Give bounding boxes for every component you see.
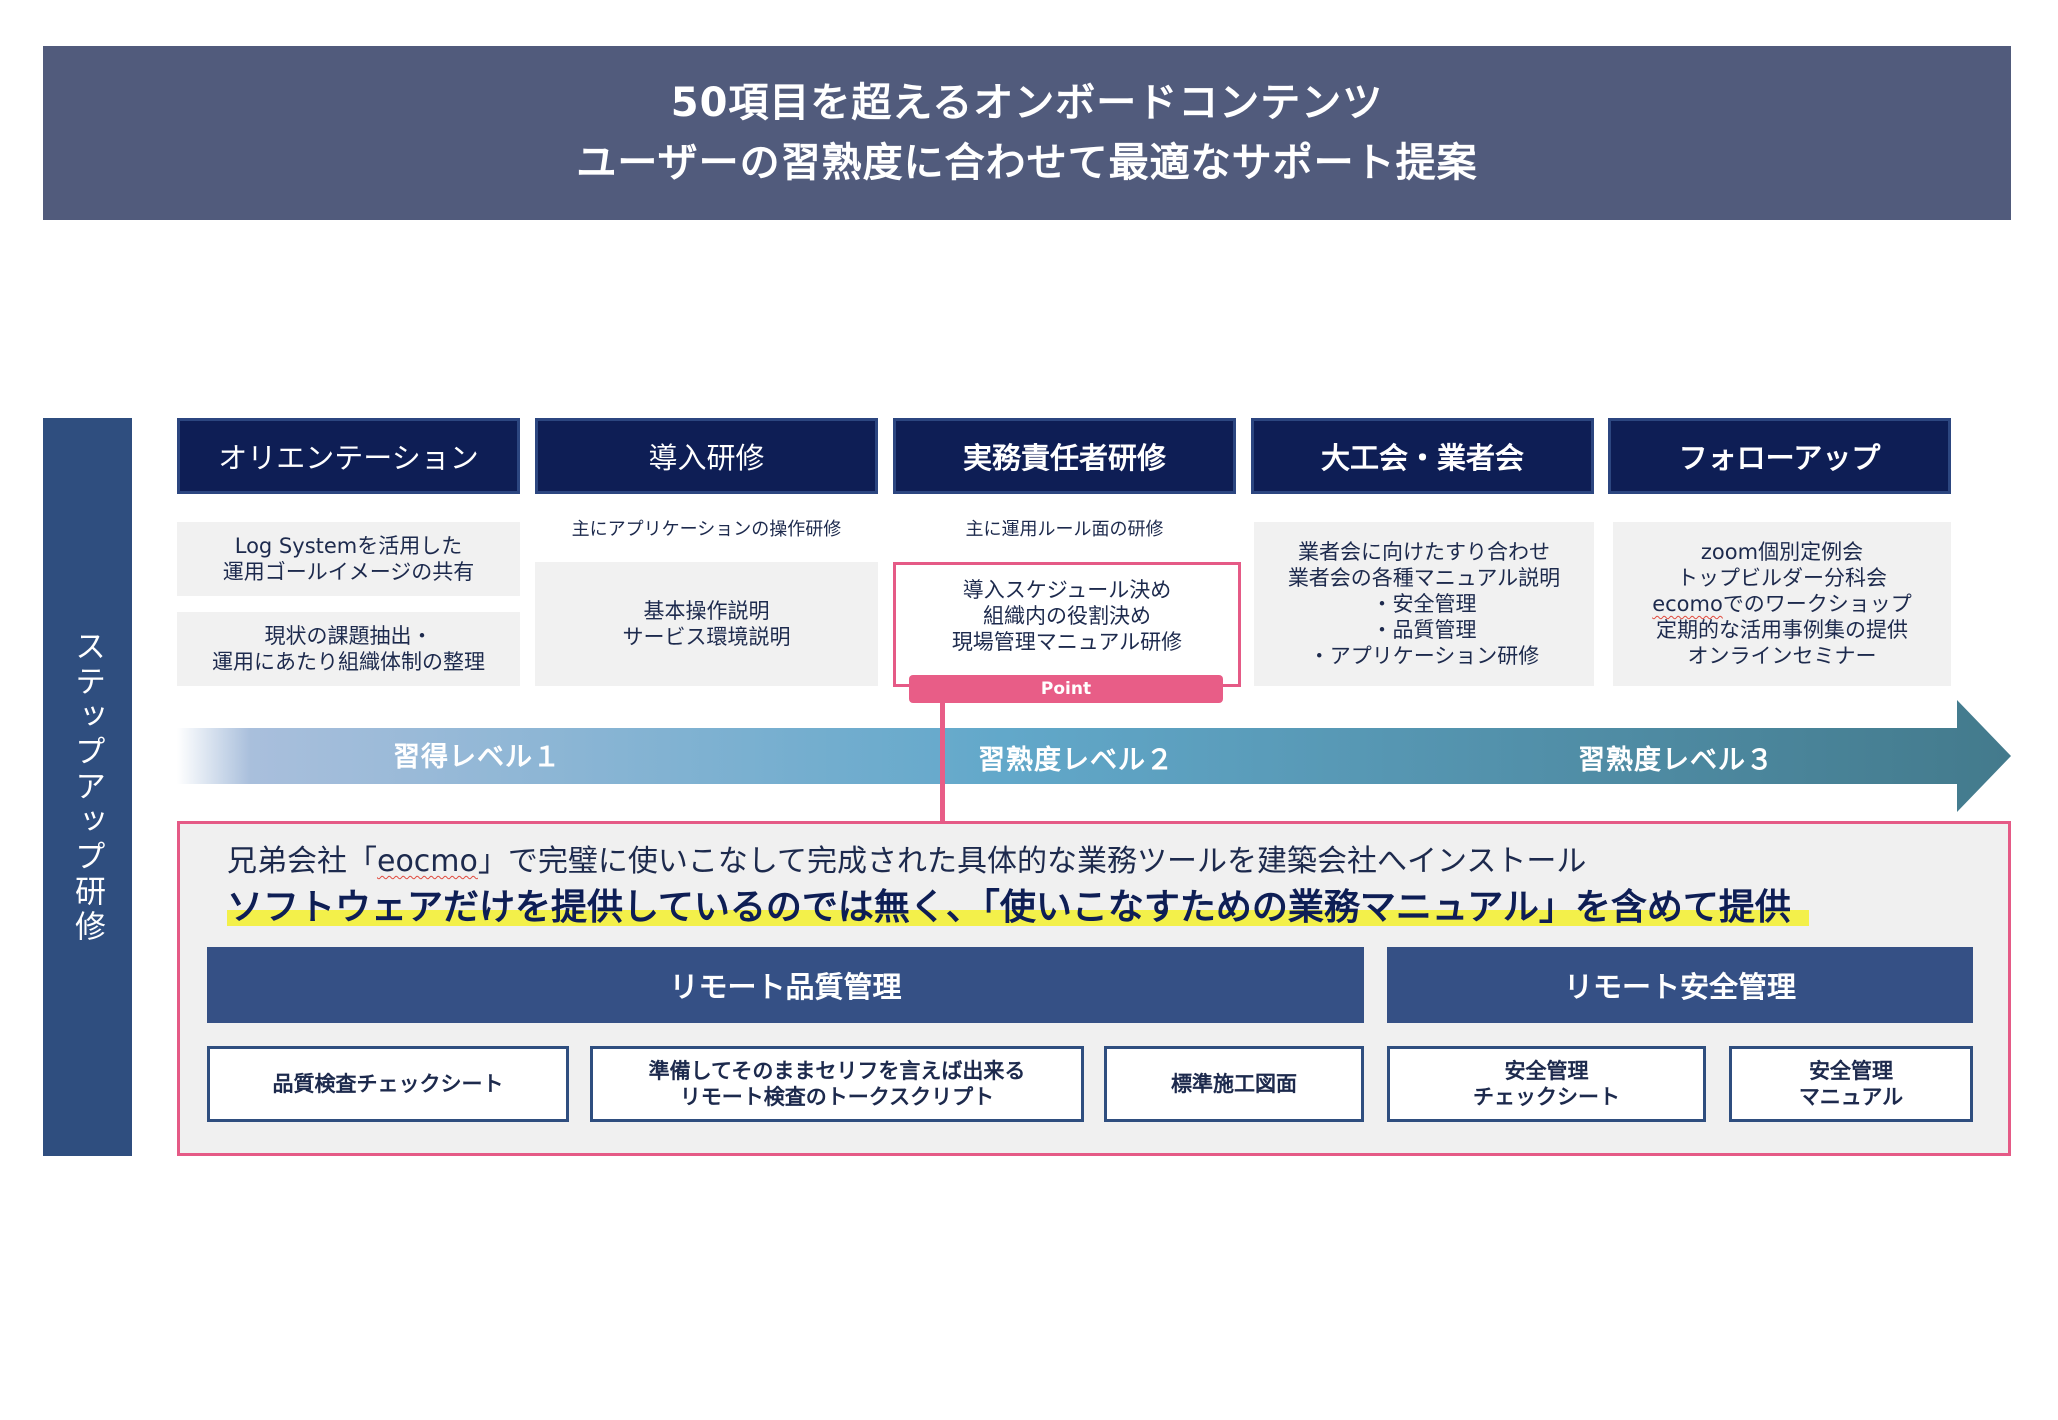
- item-inspection-talk-script-line1: 準備してそのままセリフを言えば出来る: [648, 1059, 1026, 1083]
- carpenters-meeting-line2: 業者会の各種マニュアル説明: [1287, 566, 1561, 590]
- orientation-box-2: 現状の課題抽出・ 運用にあたり組織体制の整理: [177, 612, 520, 686]
- carpenters-meeting-box: 業者会に向けたすり合わせ 業者会の各種マニュアル説明 ・安全管理 ・品質管理 ・…: [1254, 522, 1594, 686]
- panel-description: 兄弟会社「eocmo」で完璧に使いこなして完成された具体的な業務ツールを建築会社…: [227, 836, 1586, 880]
- column-header-follow-up: フォローアップ: [1608, 418, 1951, 494]
- header-title-line1: 50項目を超えるオンボードコンテンツ: [670, 80, 1384, 126]
- level-label-1: 習得レベル１: [393, 742, 561, 773]
- column-header-introduction-training: 導入研修: [535, 418, 878, 494]
- introduction-training-line2: サービス環境説明: [622, 625, 791, 649]
- panel-description-prefix: 兄弟会社「: [227, 844, 377, 879]
- level-label-3: 習熟度レベル３: [1578, 745, 1774, 776]
- level-progress-arrow: [177, 700, 2011, 812]
- orientation-box-2-line1: 現状の課題抽出・: [264, 624, 433, 648]
- column-header-orientation: オリエンテーション: [177, 418, 520, 494]
- side-label: ステップアップ研修: [43, 418, 132, 1156]
- item-safety-checklist-line1: 安全管理: [1504, 1059, 1589, 1083]
- follow-up-line4: 定期的な活用事例集の提供: [1656, 618, 1908, 642]
- level-label-2: 習熟度レベル２: [978, 745, 1174, 776]
- item-standard-drawings-label: 標準施工図面: [1171, 1072, 1297, 1096]
- orientation-box-1: Log Systemを活用した 運用ゴールイメージの共有: [177, 522, 520, 596]
- panel-description-suffix: 」で完璧に使いこなして完成された具体的な業務ツールを建築会社へインストール: [477, 844, 1587, 879]
- item-quality-checklist: 品質検査チェックシート: [207, 1046, 569, 1122]
- carpenters-meeting-line3: ・安全管理: [1371, 592, 1477, 616]
- manager-training-line1: 導入スケジュール決め: [962, 577, 1172, 602]
- manager-training-line2: 組織内の役割決め: [983, 603, 1151, 628]
- column-header-carpenters-meeting: 大工会・業者会: [1251, 418, 1594, 494]
- item-safety-checklist: 安全管理 チェックシート: [1387, 1046, 1706, 1122]
- item-safety-checklist-line2: チェックシート: [1473, 1085, 1620, 1109]
- follow-up-box: zoom個別定例会 トップビルダー分科会 ecomoでのワークショップ 定期的な…: [1613, 522, 1951, 686]
- column-header-manager-training: 実務責任者研修: [893, 418, 1236, 494]
- item-safety-manual-line1: 安全管理: [1809, 1059, 1893, 1083]
- follow-up-workshop: でのワークショップ: [1722, 592, 1912, 616]
- introduction-training-box: 基本操作説明 サービス環境説明: [535, 562, 878, 686]
- panel-description-company: eocmo: [377, 844, 478, 879]
- follow-up-line2: トップビルダー分科会: [1677, 566, 1887, 590]
- manager-training-line3: 現場管理マニュアル研修: [951, 629, 1183, 654]
- orientation-box-1-line1: Log Systemを活用した: [234, 534, 463, 558]
- item-inspection-talk-script-line2: リモート検査のトークスクリプト: [679, 1085, 995, 1109]
- point-connector-line: [940, 703, 945, 831]
- item-inspection-talk-script: 準備してそのままセリフを言えば出来る リモート検査のトークスクリプト: [590, 1046, 1084, 1122]
- orientation-box-2-line2: 運用にあたり組織体制の整理: [212, 650, 485, 674]
- introduction-training-line1: 基本操作説明: [643, 599, 770, 623]
- follow-up-ecomo: ecomo: [1652, 592, 1723, 616]
- carpenters-meeting-line1: 業者会に向けたすり合わせ: [1298, 540, 1550, 564]
- item-standard-drawings: 標準施工図面: [1104, 1046, 1364, 1122]
- panel-highlight-statement: ソフトウェアだけを提供しているのでは無く、「使いこなすための業務マニュアル」を含…: [227, 878, 1809, 930]
- orientation-box-1-line2: 運用ゴールイメージの共有: [222, 560, 475, 584]
- manager-training-box: 導入スケジュール決め 組織内の役割決め 現場管理マニュアル研修: [893, 562, 1241, 687]
- carpenters-meeting-line4: ・品質管理: [1371, 618, 1477, 642]
- header-title-line2: ユーザーの習熟度に合わせて最適なサポート提案: [576, 140, 1478, 186]
- side-label-text: ステップアップ研修: [69, 629, 105, 945]
- follow-up-line1: zoom個別定例会: [1700, 540, 1864, 564]
- group-header-remote-quality: リモート品質管理: [207, 947, 1364, 1023]
- carpenters-meeting-line5: ・アプリケーション研修: [1308, 644, 1540, 668]
- item-safety-manual-line2: マニュアル: [1798, 1085, 1904, 1109]
- page-header: 50項目を超えるオンボードコンテンツ ユーザーの習熟度に合わせて最適なサポート提…: [43, 46, 2011, 220]
- group-header-remote-safety: リモート安全管理: [1387, 947, 1973, 1023]
- item-safety-manual: 安全管理 マニュアル: [1729, 1046, 1973, 1122]
- introduction-training-note: 主にアプリケーションの操作研修: [571, 519, 842, 540]
- follow-up-line3: ecomoでのワークショップ: [1652, 591, 1912, 617]
- manager-training-note: 主に運用ルール面の研修: [965, 519, 1164, 540]
- item-quality-checklist-label: 品質検査チェックシート: [272, 1072, 504, 1096]
- point-badge: Point: [909, 675, 1223, 703]
- follow-up-line5: オンラインセミナー: [1687, 644, 1877, 668]
